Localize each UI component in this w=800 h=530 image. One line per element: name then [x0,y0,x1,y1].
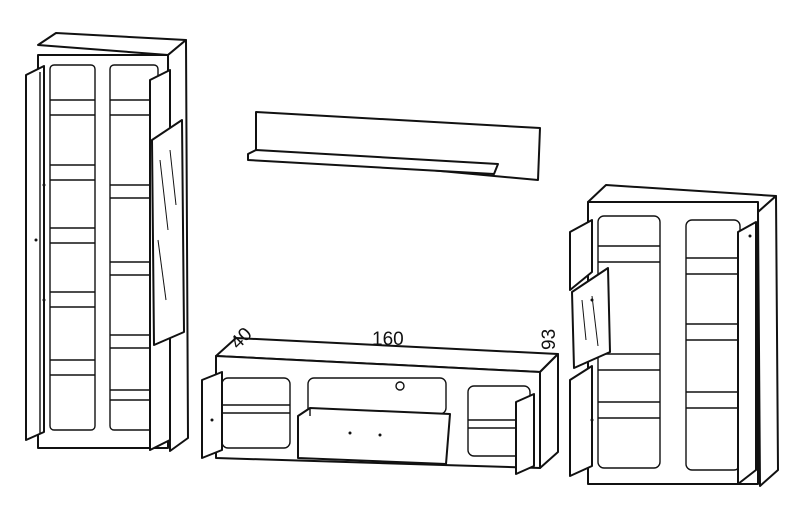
height-dimension-label: 93 [539,329,560,350]
left-cabinet-shelves [50,99,95,376]
left-cabinet-left-door [25,65,45,441]
right-cabinet-upper-left-door [569,219,593,291]
wall-shelf [247,111,541,181]
right-cabinet [569,184,779,487]
right-cabinet-lower-left-door [569,365,593,477]
width-dimension-label: 160 [372,329,404,350]
right-cabinet-right-door [737,221,757,485]
tv-stand [201,337,559,475]
tv-stand-drawer [297,407,451,465]
right-cabinet-shelves [598,245,740,419]
left-tall-cabinet [25,32,189,452]
right-cabinet-glass-door [571,267,611,369]
tv-stand-left-door [201,371,223,459]
tv-stand-right-door [515,393,535,475]
